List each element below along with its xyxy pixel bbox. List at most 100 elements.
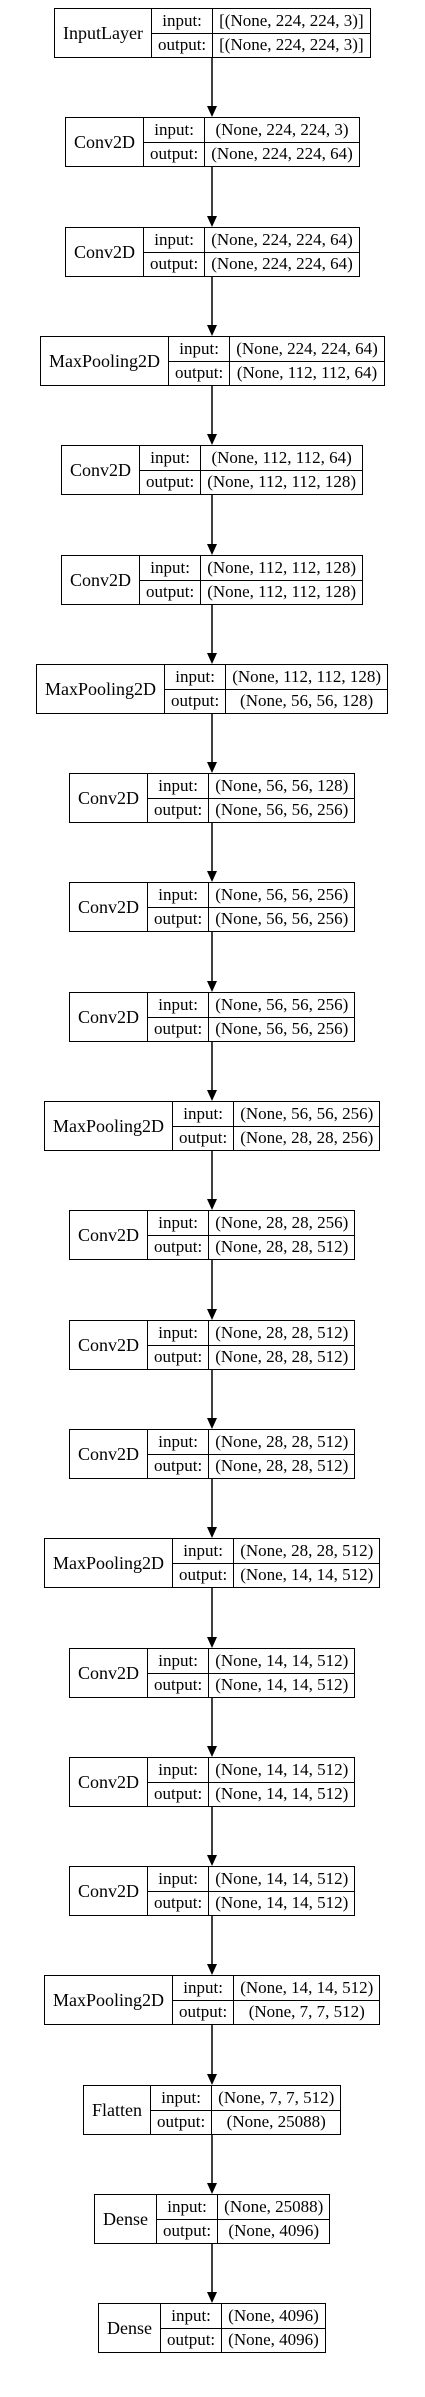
io-labels: input:output:	[173, 1976, 235, 2024]
input-label: input:	[173, 1539, 234, 1564]
input-shape: (None, 25088)	[218, 2195, 330, 2220]
io-values: (None, 14, 14, 512)(None, 14, 14, 512)	[209, 1649, 355, 1697]
output-label: output:	[179, 1128, 228, 1148]
output-label: output:	[179, 1565, 228, 1585]
output-shape: (None, 112, 112, 128)	[207, 472, 357, 492]
output-shape: (None, 56, 56, 256)	[215, 800, 349, 820]
layer-name: Conv2D	[70, 1758, 149, 1806]
io-values: (None, 56, 56, 256)(None, 56, 56, 256)	[209, 883, 355, 931]
input-label: input:	[173, 1976, 234, 2001]
input-shape: (None, 28, 28, 256)	[209, 1211, 355, 1236]
io-values: (None, 14, 14, 512)(None, 14, 14, 512)	[209, 1867, 355, 1915]
arrowhead-icon	[207, 1746, 217, 1757]
input-label: input:	[148, 1649, 209, 1674]
io-values: (None, 28, 28, 512)(None, 14, 14, 512)	[234, 1539, 380, 1587]
output-shape: [(None, 224, 224, 3)]	[219, 35, 364, 55]
input-shape: (None, 14, 14, 512)	[209, 1649, 355, 1674]
output-shape: (None, 56, 56, 128)	[240, 691, 374, 711]
io-labels: input:output:	[148, 1649, 210, 1697]
output-shape: (None, 14, 14, 512)	[215, 1675, 349, 1695]
output-label: output:	[146, 582, 195, 602]
layer-name: MaxPooling2D	[45, 1976, 174, 2024]
layer-name: Conv2D	[70, 1321, 149, 1369]
output-label: output:	[154, 1675, 203, 1695]
input-shape: (None, 224, 224, 3)	[205, 118, 359, 143]
arrowhead-icon	[207, 871, 217, 882]
input-label: input:	[140, 556, 201, 581]
layer-name: Conv2D	[70, 1649, 149, 1697]
output-label: output:	[166, 2330, 216, 2350]
layer-name: InputLayer	[55, 9, 152, 57]
io-values: (None, 224, 224, 64)(None, 112, 112, 64)	[230, 337, 384, 385]
input-label: input:	[140, 446, 201, 471]
input-shape: (None, 14, 14, 512)	[234, 1976, 380, 2001]
io-labels: input:output:	[173, 1539, 235, 1587]
io-labels: input:output:	[148, 1211, 210, 1259]
output-shape: (None, 14, 14, 512)	[215, 1893, 349, 1913]
io-values: (None, 28, 28, 512)(None, 28, 28, 512)	[209, 1430, 355, 1478]
io-labels: input:output:	[148, 1758, 210, 1806]
input-label: input:	[151, 2086, 212, 2111]
output-label: output:	[154, 1893, 203, 1913]
arrowhead-icon	[207, 544, 217, 555]
layer-name: Conv2D	[62, 556, 141, 604]
output-label: output:	[150, 254, 199, 274]
arrowhead-icon	[207, 762, 217, 773]
input-label: input:	[165, 665, 226, 690]
arrowhead-icon	[207, 2074, 217, 2085]
layer-name: Conv2D	[70, 883, 149, 931]
io-labels: input:output:	[148, 993, 210, 1041]
layer-name: Conv2D	[70, 1867, 149, 1915]
input-shape: (None, 14, 14, 512)	[209, 1758, 355, 1783]
output-label: output:	[150, 144, 199, 164]
io-values: (None, 112, 112, 128)(None, 112, 112, 12…	[201, 556, 363, 604]
layer-name: Conv2D	[66, 118, 145, 166]
layer-name: Conv2D	[70, 1211, 149, 1259]
io-labels: input:output:	[173, 1102, 235, 1150]
input-label: input:	[169, 337, 230, 362]
io-labels: input:output:	[140, 446, 202, 494]
io-values: (None, 112, 112, 128)(None, 56, 56, 128)	[226, 665, 388, 713]
input-shape: (None, 14, 14, 512)	[209, 1867, 355, 1892]
input-shape: (None, 28, 28, 512)	[234, 1539, 380, 1564]
output-label: output:	[171, 691, 220, 711]
input-label: input:	[160, 2304, 222, 2329]
layer-name: Conv2D	[70, 993, 149, 1041]
io-labels: input:output:	[144, 118, 206, 166]
output-shape: (None, 14, 14, 512)	[240, 1565, 374, 1585]
io-labels: input:output:	[144, 228, 206, 276]
arrowhead-icon	[207, 653, 217, 664]
arrowhead-icon	[207, 1418, 217, 1429]
io-values: (None, 112, 112, 64)(None, 112, 112, 128…	[201, 446, 363, 494]
input-label: input:	[144, 118, 205, 143]
input-shape: (None, 56, 56, 256)	[209, 883, 355, 908]
input-shape: [(None, 224, 224, 3)]	[213, 9, 370, 34]
input-label: input:	[148, 1758, 209, 1783]
io-values: (None, 56, 56, 256)(None, 56, 56, 256)	[209, 993, 355, 1041]
layer-name: MaxPooling2D	[37, 665, 166, 713]
output-shape: (None, 28, 28, 512)	[215, 1456, 349, 1476]
arrowhead-icon	[207, 1090, 217, 1101]
output-shape: (None, 56, 56, 256)	[215, 1019, 349, 1039]
arrowhead-icon	[207, 434, 217, 445]
io-values: (None, 224, 224, 64)(None, 224, 224, 64)	[205, 228, 359, 276]
output-label: output:	[179, 2002, 228, 2022]
input-label: input:	[148, 1867, 209, 1892]
output-shape: (None, 56, 56, 256)	[215, 909, 349, 929]
io-values: (None, 4096)(None, 4096)	[222, 2304, 325, 2352]
arrowhead-icon	[207, 325, 217, 336]
output-shape: (None, 112, 112, 128)	[207, 582, 357, 602]
io-values: (None, 14, 14, 512)(None, 14, 14, 512)	[209, 1758, 355, 1806]
